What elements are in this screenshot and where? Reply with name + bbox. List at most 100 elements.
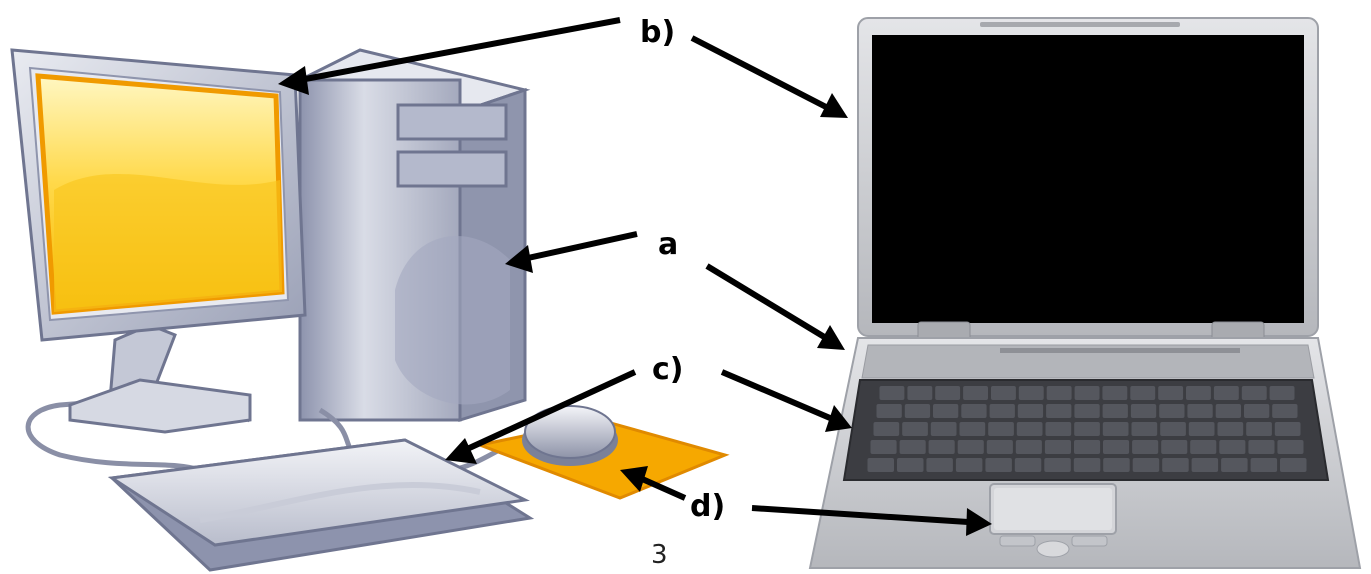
laptop-key	[1131, 422, 1158, 436]
arrow-b-laptop	[690, 35, 830, 111]
laptop-key	[961, 404, 987, 418]
arrowhead	[278, 66, 309, 95]
laptop-key	[1015, 440, 1042, 454]
arrowhead	[817, 325, 845, 350]
laptop-key	[1045, 422, 1072, 436]
laptop-key	[1132, 440, 1159, 454]
laptop-key	[870, 440, 897, 454]
laptop-key	[1221, 458, 1248, 472]
laptop-key	[1073, 458, 1101, 472]
laptop-key	[1103, 458, 1130, 472]
laptop-key	[1044, 458, 1071, 472]
label-a: a	[658, 227, 679, 262]
arrowhead	[445, 438, 477, 464]
arrow-a-laptop	[705, 263, 828, 341]
laptop-key	[1213, 386, 1239, 400]
laptop-key	[873, 422, 900, 436]
laptop-key	[1103, 440, 1130, 454]
laptop-key	[989, 404, 1015, 418]
laptop-key	[1241, 386, 1267, 400]
key-grid	[867, 386, 1307, 472]
laptop-key	[930, 422, 957, 436]
laptop-key	[1017, 404, 1044, 418]
keyboard	[107, 438, 535, 572]
laptop-key	[1250, 458, 1278, 472]
laptop-key	[1269, 386, 1295, 400]
laptop-keyboard	[842, 379, 1330, 481]
laptop-key	[991, 386, 1016, 400]
laptop-key	[1102, 422, 1129, 436]
laptop-key	[899, 440, 926, 454]
laptop-key	[1188, 422, 1215, 436]
laptop-key	[935, 386, 961, 400]
touchpad	[989, 483, 1117, 558]
page-number: 3	[651, 540, 668, 570]
laptop-key	[902, 422, 928, 436]
laptop-key	[986, 440, 1013, 454]
laptop-key	[959, 422, 986, 436]
mouse	[522, 405, 618, 466]
laptop-key	[1159, 404, 1185, 418]
label-c: c)	[652, 352, 684, 387]
laptop-key	[1130, 404, 1157, 418]
laptop-key	[1016, 422, 1043, 436]
laptop-key	[1102, 404, 1128, 418]
arrowhead	[620, 466, 648, 492]
laptop-key	[933, 404, 959, 418]
arrowhead	[505, 245, 533, 273]
laptop-key	[1219, 440, 1246, 454]
laptop-key	[1074, 422, 1100, 436]
laptop-key	[1190, 440, 1217, 454]
arrow-a-tower	[527, 231, 638, 261]
laptop-key	[1160, 422, 1186, 436]
laptop-key	[1132, 458, 1160, 472]
laptop-key	[1046, 404, 1072, 418]
arrow-b-monitor	[299, 17, 621, 83]
label-b: b)	[640, 15, 676, 50]
monitor-stand	[68, 323, 252, 434]
laptop-key	[1102, 386, 1128, 400]
arrow-c-laptop	[720, 369, 832, 421]
laptop-screen	[872, 35, 1304, 323]
laptop-key	[1018, 386, 1044, 400]
label-d: d)	[690, 489, 726, 524]
laptop-key	[988, 422, 1014, 436]
laptop-key	[1130, 386, 1156, 400]
laptop-key	[1217, 422, 1244, 436]
arrow-d-mouse	[638, 475, 687, 501]
laptop-key	[1215, 404, 1241, 418]
laptop-key	[985, 458, 1012, 472]
laptop-key	[1246, 422, 1272, 436]
laptop-key	[904, 404, 931, 418]
laptop-key	[1244, 404, 1270, 418]
laptop-key	[926, 458, 953, 472]
laptop-key	[876, 404, 902, 418]
laptop-lid	[857, 17, 1319, 337]
monitor	[10, 48, 307, 342]
arrowhead	[820, 93, 848, 118]
desktop-computer-icon	[10, 48, 730, 572]
laptop-key	[1046, 386, 1072, 400]
laptop-key	[1274, 422, 1301, 436]
laptop-key	[1074, 404, 1100, 418]
laptop-key	[879, 386, 905, 400]
laptop-key	[1074, 386, 1100, 400]
laptop-key	[1044, 440, 1071, 454]
laptop-key	[928, 440, 955, 454]
laptop-key	[897, 458, 924, 472]
arrow-c-keyboard	[463, 369, 637, 453]
laptop-key	[1277, 440, 1304, 454]
laptop-key	[1272, 404, 1298, 418]
laptop-key	[1161, 440, 1188, 454]
laptop-computer-icon	[808, 17, 1362, 569]
laptop-key	[1187, 404, 1213, 418]
laptop-key	[1280, 458, 1307, 472]
arrowhead	[825, 405, 852, 432]
laptop-key	[867, 458, 894, 472]
system-unit	[295, 48, 531, 423]
laptop-key	[1158, 386, 1184, 400]
arrowhead	[966, 508, 992, 536]
laptop-key	[955, 458, 983, 472]
laptop-key	[907, 386, 933, 400]
